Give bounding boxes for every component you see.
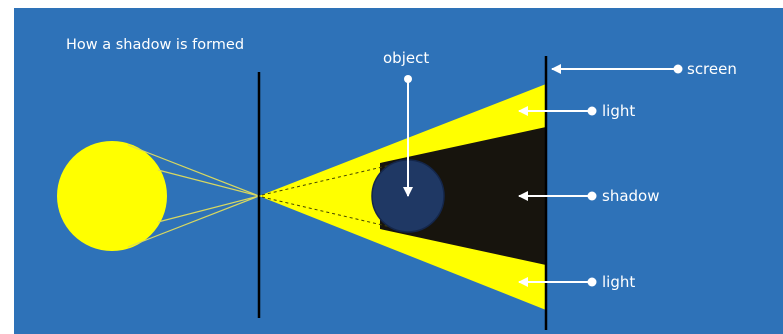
screen-label: screen — [687, 60, 737, 78]
light-top-label: light — [602, 102, 635, 120]
shadow-label: shadow — [602, 187, 659, 205]
light-top-arrow-dot — [587, 106, 597, 116]
object-arrow-dot — [404, 75, 412, 83]
sun-light-rays — [127, 144, 260, 248]
light-bottom-label: light — [602, 273, 635, 291]
shadow-region — [380, 127, 546, 265]
screen-arrow-dot — [673, 64, 683, 74]
object-label: object — [383, 49, 429, 67]
diagram-title: How a shadow is formed — [66, 37, 244, 53]
tangent-lines — [261, 163, 396, 229]
sun — [57, 141, 167, 251]
light-bottom-arrow-dot — [587, 277, 597, 287]
shadow-arrow-dot — [587, 191, 597, 201]
